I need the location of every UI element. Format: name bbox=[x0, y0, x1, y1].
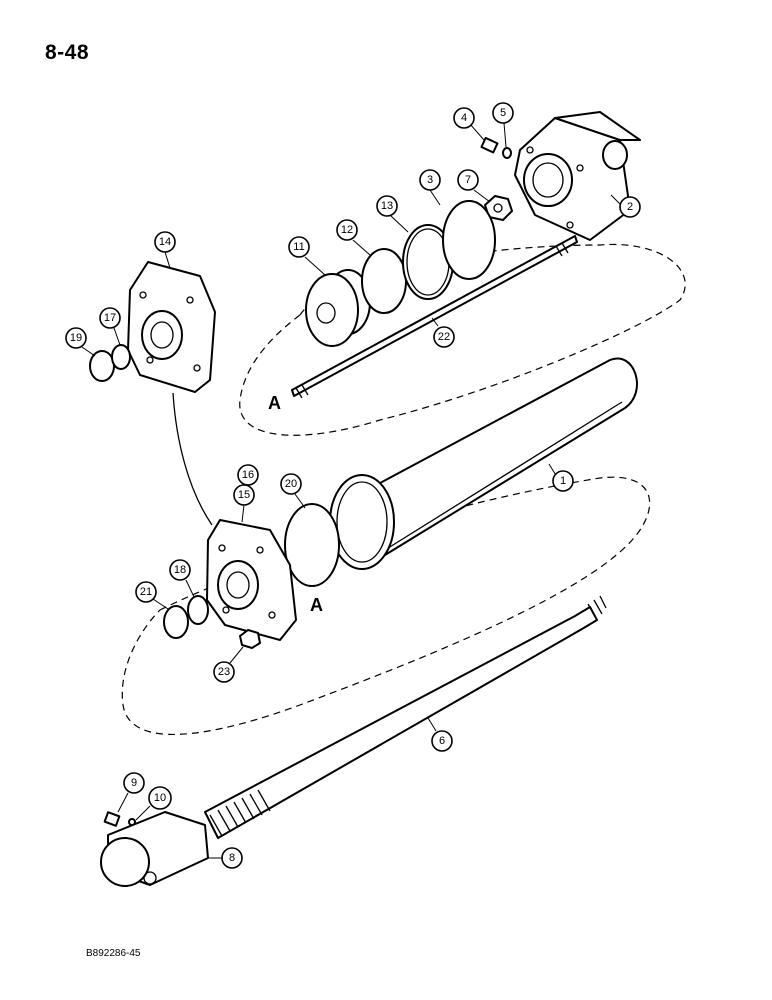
svg-text:15: 15 bbox=[238, 489, 250, 501]
callout-17: 17 bbox=[99, 307, 121, 346]
svg-text:22: 22 bbox=[438, 331, 450, 343]
callout-3: 3 bbox=[419, 169, 441, 206]
callout-5: 5 bbox=[492, 102, 514, 148]
part-ring-18 bbox=[187, 595, 209, 625]
part-barrel-1 bbox=[329, 357, 638, 570]
part-bolt-9 bbox=[103, 811, 121, 827]
part-ring-12 bbox=[361, 248, 407, 314]
part-base-14 bbox=[127, 261, 216, 393]
part-rod-6 bbox=[204, 595, 607, 839]
svg-text:18: 18 bbox=[174, 564, 186, 576]
callout-19: 19 bbox=[65, 327, 96, 357]
svg-text:16: 16 bbox=[242, 469, 254, 481]
svg-text:4: 4 bbox=[461, 112, 467, 124]
group-outline-upper bbox=[239, 243, 686, 436]
part-bolt-4 bbox=[480, 136, 499, 154]
callout-7: 7 bbox=[457, 169, 491, 203]
part-oring-3 bbox=[442, 200, 496, 280]
callout-15: 15 bbox=[233, 484, 255, 523]
callout-9: 9 bbox=[117, 772, 145, 813]
callout-18: 18 bbox=[169, 559, 195, 598]
transfer-line bbox=[172, 392, 213, 526]
svg-text:20: 20 bbox=[285, 478, 297, 490]
reference-letter-lower: A bbox=[310, 595, 323, 615]
callout-14: 14 bbox=[154, 231, 176, 269]
callout-2: 2 bbox=[610, 194, 641, 218]
part-clevis-8 bbox=[100, 811, 209, 887]
svg-text:14: 14 bbox=[159, 236, 171, 248]
callout-20: 20 bbox=[280, 473, 306, 509]
svg-text:1: 1 bbox=[560, 475, 566, 487]
svg-text:12: 12 bbox=[341, 224, 353, 236]
svg-text:10: 10 bbox=[154, 792, 166, 804]
svg-text:3: 3 bbox=[427, 174, 433, 186]
part-washer-5 bbox=[502, 147, 512, 159]
callout-12: 12 bbox=[336, 219, 371, 256]
svg-text:19: 19 bbox=[70, 332, 82, 344]
callout-6: 6 bbox=[427, 717, 453, 752]
svg-text:17: 17 bbox=[104, 312, 116, 324]
svg-text:6: 6 bbox=[439, 735, 445, 747]
callout-10: 10 bbox=[135, 786, 172, 821]
page-number: 8-48 bbox=[45, 41, 90, 64]
svg-text:23: 23 bbox=[218, 666, 230, 678]
part-washer-10 bbox=[128, 818, 136, 826]
part-base-15 bbox=[206, 519, 297, 641]
callout-13: 13 bbox=[376, 195, 409, 233]
svg-text:21: 21 bbox=[140, 586, 152, 598]
group-outline-lower bbox=[121, 476, 651, 736]
svg-text:13: 13 bbox=[381, 200, 393, 212]
figure-code: B892286-45 bbox=[86, 948, 141, 959]
part-ring-17 bbox=[111, 344, 131, 370]
part-piston-11 bbox=[305, 269, 371, 347]
callout-4: 4 bbox=[453, 107, 485, 141]
callout-22: 22 bbox=[431, 317, 455, 348]
svg-text:11: 11 bbox=[293, 241, 304, 253]
callout-8: 8 bbox=[207, 847, 243, 869]
svg-text:2: 2 bbox=[627, 201, 633, 213]
callout-16: 16 bbox=[237, 464, 259, 486]
part-head-clevis bbox=[514, 111, 641, 241]
callout-1: 1 bbox=[548, 463, 574, 492]
part-nut-23 bbox=[239, 629, 261, 649]
svg-text:5: 5 bbox=[500, 107, 506, 119]
callout-11: 11 bbox=[288, 236, 326, 276]
part-oring-20 bbox=[284, 503, 340, 587]
svg-text:9: 9 bbox=[131, 777, 137, 789]
svg-text:7: 7 bbox=[465, 174, 471, 186]
reference-letter-upper: A bbox=[268, 393, 281, 413]
part-ring-21 bbox=[163, 605, 189, 639]
callout-23: 23 bbox=[213, 646, 244, 683]
callout-21: 21 bbox=[135, 581, 169, 610]
part-tie-rod-22 bbox=[291, 235, 578, 399]
svg-text:8: 8 bbox=[229, 852, 235, 864]
